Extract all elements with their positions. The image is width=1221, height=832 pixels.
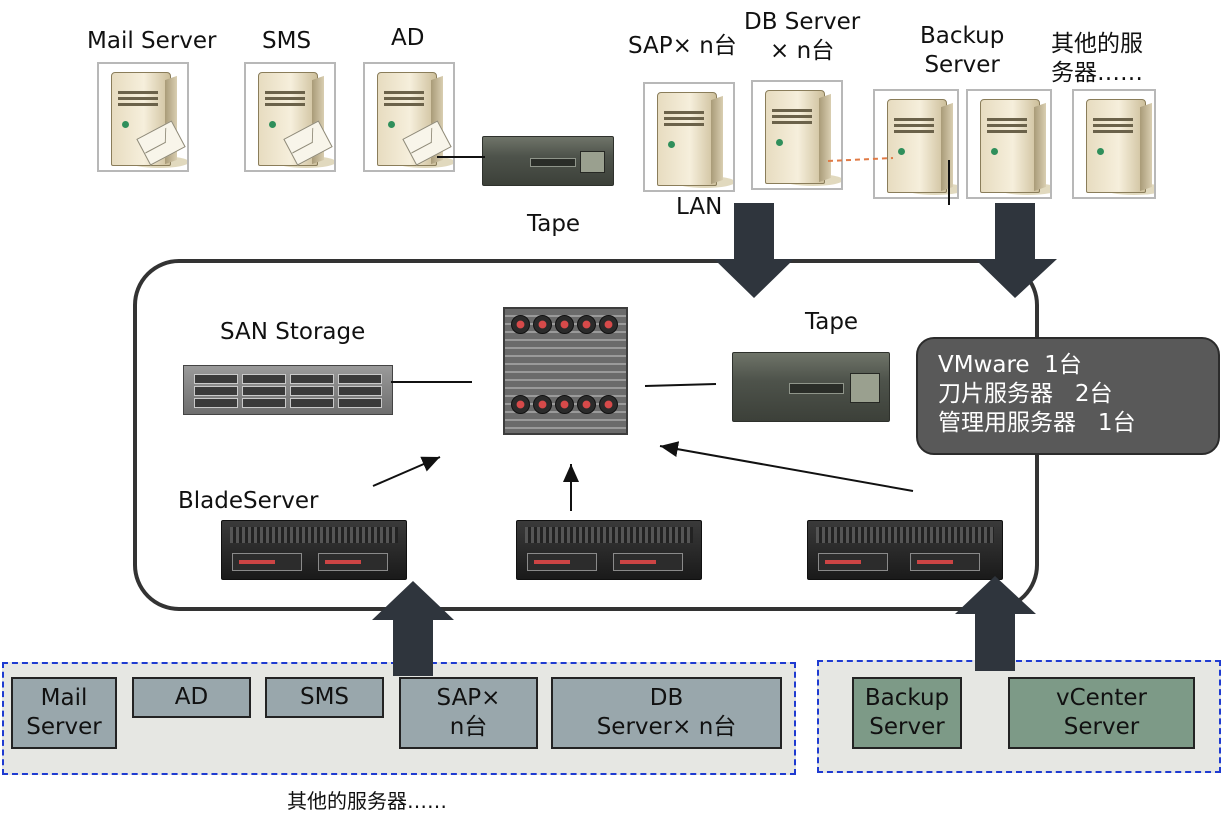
label-lan: LAN [676,194,723,220]
label-db-server: DB Server × n台 [744,9,861,64]
label-backup-server: Backup Server [920,23,1005,78]
blade-server-icon-2 [516,520,702,580]
db-server-icon [751,80,843,190]
label-other-servers: 其他的服 务器…… [1051,31,1143,86]
blade-enclosure-icon [503,307,628,435]
tape-drive-icon-top [482,136,614,186]
label-other-servers-bottom: 其他的服务器…… [287,789,447,813]
label-san-storage: SAN Storage [220,319,366,345]
label-sap: SAP× n台 [628,33,737,59]
info-line-management: 管理用服务器 1台 [938,410,1136,436]
box-mail-server: Mail Server [11,677,117,749]
mail-server-icon [97,62,189,172]
box-sap: SAP× n台 [399,677,538,749]
backup-server-icon-1 [873,89,959,199]
blade-server-icon-1 [221,520,407,580]
label-mail-server: Mail Server [87,28,217,54]
other-server-icon [1072,89,1156,199]
label-blade-server: BladeServer [178,488,319,514]
blade-server-icon-3 [807,520,1003,580]
sms-server-icon [244,62,336,172]
san-storage-icon [183,365,393,415]
backup-server-icon-2 [966,89,1052,199]
box-db-server: DB Server× n台 [551,677,782,749]
ad-server-icon [363,62,455,172]
box-backup-server: Backup Server [852,677,962,749]
label-tape-mid: Tape [805,309,859,335]
label-ad: AD [391,25,425,51]
info-line-blade: 刀片服务器 2台 [938,381,1113,407]
box-sms: SMS [265,677,384,718]
vmware-info-box: VMware 1台 刀片服务器 2台 管理用服务器 1台 [916,337,1220,455]
sap-server-icon [643,82,735,192]
box-vcenter-server: vCenter Server [1008,677,1195,749]
box-ad: AD [132,677,251,718]
label-sms: SMS [262,28,312,54]
tape-drive-icon-mid [732,352,890,422]
label-tape-top: Tape [527,211,581,237]
info-line-vmware: VMware 1台 [938,352,1082,378]
